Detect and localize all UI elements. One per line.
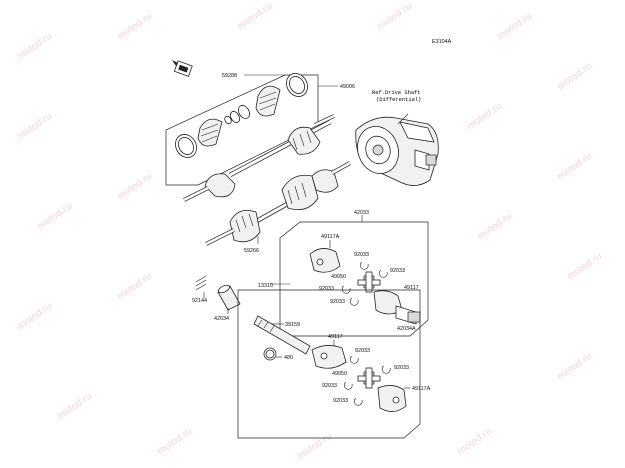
watermark-text: motod.ru — [235, 1, 274, 33]
watermark-layer: motod.ru motod.ru motod.ru motod.ru moto… — [15, 1, 604, 463]
middle-cv-shaft: 59266 — [205, 161, 351, 254]
watermark-text: motod.ru — [555, 151, 594, 183]
part-label-49117A-bot: 49117A — [412, 386, 431, 392]
part-label-92033-e: 92033 — [355, 348, 370, 354]
watermark-text: motod.ru — [115, 171, 154, 203]
yoke-49117A-bottom — [377, 385, 407, 412]
part-label-92033-f: 92033 — [394, 365, 409, 371]
part-label-92033-d: 92033 — [330, 299, 345, 305]
watermark-text: motod.ru — [455, 426, 494, 458]
watermark-text: motod.ru — [115, 271, 154, 303]
part-label-42034: 42034 — [214, 316, 229, 322]
watermark-text: motod.ru — [55, 391, 94, 423]
watermark-text: motod.ru — [475, 211, 514, 243]
part-label-92033-c: 92033 — [319, 286, 334, 292]
left-small-parts: 92144 42034 — [192, 275, 241, 322]
watermark-text: motod.ru — [155, 426, 194, 458]
watermark-text: motod.ru — [295, 431, 334, 463]
upper-cv-shaft-group: 59288 49006 — [165, 73, 355, 202]
diagram-code: E3104A — [432, 39, 452, 45]
part-label-49117-top: 49117 — [404, 285, 419, 291]
spline-coupler-42034A — [407, 311, 421, 323]
cv-joint-middle — [229, 209, 261, 243]
watermark-text: motod.ru — [35, 201, 74, 233]
reference-label-line2: (Differential) — [376, 97, 421, 103]
watermark-text: motod.ru — [555, 61, 594, 93]
part-label-480: 480 — [284, 355, 293, 361]
yoke-49117-bottom — [311, 345, 347, 369]
part-label-92033-h: 92033 — [333, 398, 348, 404]
part-label-42033: 42033 — [354, 210, 369, 216]
cv-boot-middle — [281, 174, 319, 211]
part-label-42034A: 42034A — [397, 326, 416, 332]
part-label-39159: 39159 — [285, 322, 300, 328]
front-direction-icon — [172, 60, 193, 77]
part-label-49117-bot: 49117 — [328, 334, 343, 340]
part-label-92033-a: 92033 — [354, 252, 369, 258]
watermark-text: motod.ru — [375, 1, 414, 33]
part-label-59288: 59288 — [222, 73, 237, 79]
part-label-92033-g: 92033 — [322, 383, 337, 389]
grease-fitting-92144 — [195, 275, 207, 291]
watermark-text: motod.ru — [15, 301, 54, 333]
cross-joint-bottom — [357, 367, 381, 389]
part-label-92144: 92144 — [192, 298, 207, 304]
propeller-shaft — [253, 315, 311, 355]
watermark-text: motod.ru — [565, 251, 604, 283]
yoke-49117A-top — [309, 248, 341, 273]
watermark-text: motod.ru — [15, 111, 54, 143]
part-label-49006: 49006 — [340, 84, 355, 90]
watermark-text: motod.ru — [115, 11, 154, 43]
part-label-59266: 59266 — [244, 248, 259, 254]
upper-universal-joint-group: 42033 49117A 92033 92033 49050 92033 920… — [279, 210, 429, 337]
boot-band-small — [238, 105, 250, 119]
part-label-49050-top: 49050 — [331, 274, 346, 280]
part-label-92033-b: 92033 — [390, 268, 405, 274]
reference-label-line1: Ref.Drive Shaft — [372, 90, 421, 96]
part-label-49050-bot: 49050 — [332, 371, 347, 377]
part-label-49117A-top: 49117A — [321, 234, 340, 240]
watermark-text: motod.ru — [495, 11, 534, 43]
watermark-text: motod.ru — [15, 31, 54, 63]
group-box-13310 — [237, 289, 421, 439]
watermark-text: motod.ru — [555, 351, 594, 383]
lower-universal-joint-group: 13310 39159 480 49117 92033 92033 49050 … — [237, 283, 431, 439]
watermark-text: motod.ru — [465, 101, 504, 133]
cross-joint-top — [357, 271, 381, 293]
part-label-13310: 13310 — [258, 283, 273, 289]
cv-joint-inner — [204, 173, 236, 198]
differential-housing: Ref.Drive Shaft (Differential) — [355, 90, 439, 186]
